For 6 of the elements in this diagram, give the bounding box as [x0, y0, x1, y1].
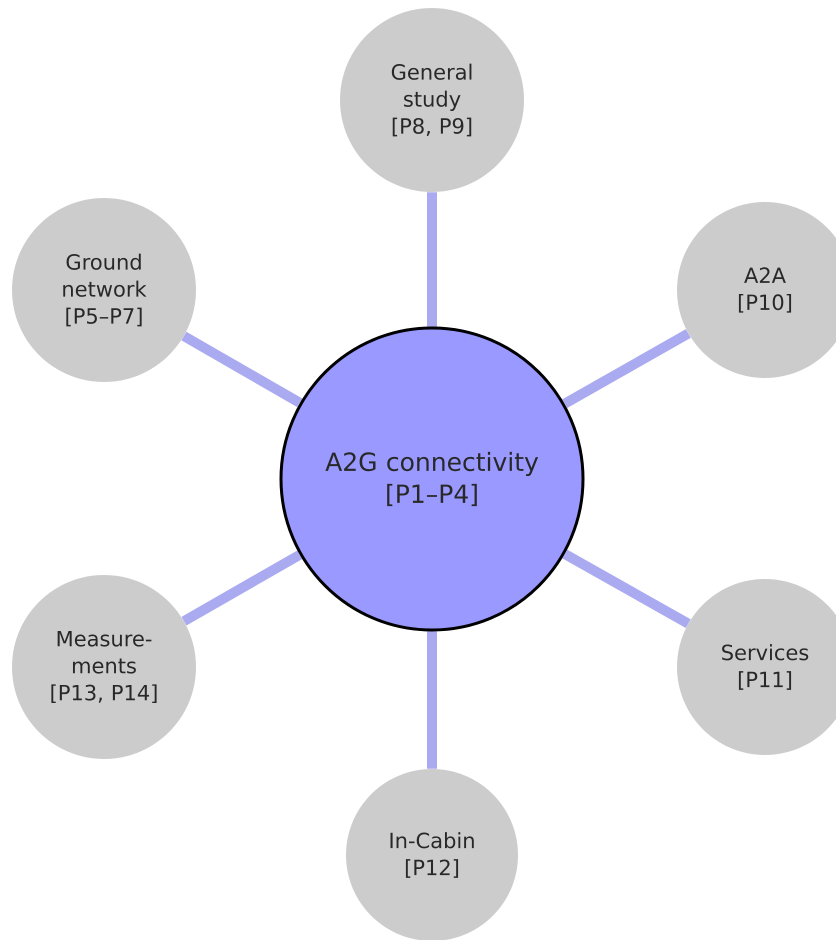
connector	[562, 550, 691, 628]
connector	[427, 192, 437, 326]
connector	[427, 632, 437, 769]
connector	[181, 332, 302, 408]
connector	[562, 329, 691, 408]
connector	[182, 550, 302, 626]
